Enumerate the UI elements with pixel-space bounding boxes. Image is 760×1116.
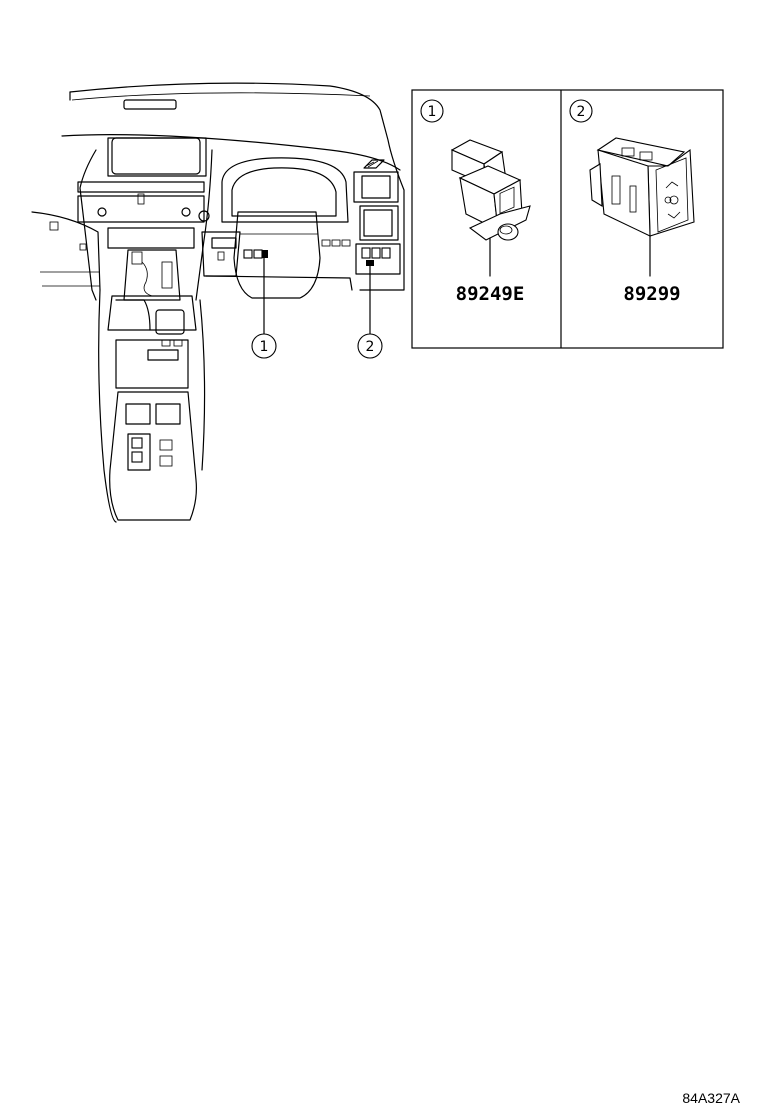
pushbutton-switch-icon [450,139,531,277]
callout-1-label: 1 [260,339,269,355]
part-1-index: 1 [428,104,437,120]
parts-table: 1 89249E 2 [411,89,724,349]
callout-1: 1 [251,333,277,359]
part-2-number: 89299 [623,283,680,305]
part-panel-1: 1 89249E [420,99,531,305]
part-panel-2: 2 89299 [569,99,695,305]
part-1-number: 89249E [456,283,525,305]
dashboard-illustration-icon [31,82,405,523]
rocker-switch-icon [589,137,695,277]
part-2-index: 2 [577,104,586,120]
diagram-reference-code: 84A327A [682,1090,740,1106]
callout-2: 2 [357,333,383,359]
callout-2-label: 2 [366,339,375,355]
